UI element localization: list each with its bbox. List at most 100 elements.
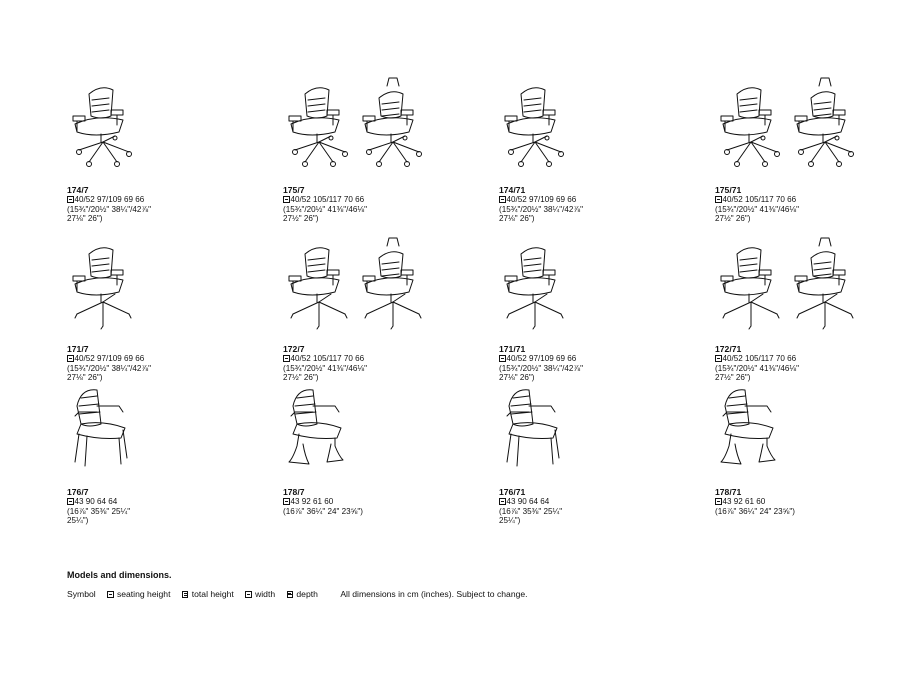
seating-height-icon: [499, 196, 506, 203]
seating-height-icon: [715, 498, 722, 505]
dims-line-3: 27½" 26"): [715, 373, 751, 383]
dims-line-3: 27⅛" 26"): [67, 214, 103, 224]
symbol-legend: Symbol seating height total height width…: [67, 589, 528, 599]
dims-line-1: 40/52 105/117 70 66: [283, 354, 493, 364]
seating-height-icon: [67, 498, 74, 505]
dims-line-1: 40/52 97/109 69 66: [499, 354, 709, 364]
dims-line-3: 25¼"): [499, 516, 521, 526]
dims-line-2: (16⅞" 35⅜" 25¼": [67, 506, 131, 516]
dims-line-3: 27½" 26"): [283, 373, 319, 383]
seating-height-icon: [67, 196, 74, 203]
legend-width: width: [255, 589, 276, 599]
dims-line-1: 40/52 105/117 70 66: [715, 195, 920, 205]
dims-line-3: 25¼"): [67, 516, 89, 526]
dims-line-2: (15¾"/20½" 41⅜"/46⅛": [283, 363, 367, 373]
chair-illustration: [283, 76, 435, 176]
chair-illustration: [715, 384, 783, 474]
section-heading: Models and dimensions.: [67, 570, 172, 580]
legend-seating-height: seating height: [116, 589, 171, 599]
dims-line-1: 43 92 61 60: [715, 497, 920, 507]
legend-depth: depth: [296, 589, 318, 599]
dims-cm: 43 90 64 64: [506, 497, 550, 506]
chair-illustration: [67, 236, 145, 336]
seating-height-icon: [499, 498, 506, 505]
dims-cm: 40/52 97/109 69 66: [506, 354, 577, 363]
dims-cm: 40/52 105/117 70 66: [722, 354, 797, 363]
dims-cm: 43 92 61 60: [722, 497, 766, 506]
seating-height-icon: [499, 355, 506, 362]
chair-illustration: [715, 236, 867, 336]
dims-line-1: 40/52 105/117 70 66: [715, 354, 920, 364]
chair-illustration: [67, 384, 135, 474]
dims-line-2: (16⅞" 35⅜" 25¼": [499, 506, 563, 516]
dims-line-2: (15¾"/20½" 41⅜"/46⅛": [715, 204, 799, 214]
chair-illustration: [283, 384, 351, 474]
seating-height-icon: [283, 355, 290, 362]
dims-line-3: 27½" 26"): [715, 214, 751, 224]
dims-line-2: (15¾"/20½" 38¼"/42⅞": [499, 204, 583, 214]
chair-illustration: [67, 76, 145, 176]
dims-line-2: (15¾"/20½" 38¼"/42⅞": [499, 363, 583, 373]
model-number: 175/71: [715, 185, 742, 195]
dims-line-3: 27½" 26"): [283, 214, 319, 224]
dims-line-3: 27⅛" 26"): [499, 214, 535, 224]
dims-line-2: (15¾"/20½" 41⅜"/46⅛": [715, 363, 799, 373]
dims-line-2: (15¾"/20½" 38¼"/42⅞": [67, 363, 151, 373]
model-number: 176/7: [67, 487, 89, 497]
dims-cm: 43 90 64 64: [74, 497, 118, 506]
dims-cm: 40/52 97/109 69 66: [74, 195, 145, 204]
chair-illustration: [499, 384, 567, 474]
model-number: 171/71: [499, 344, 526, 354]
dims-line-1: 40/52 97/109 69 66: [67, 354, 277, 364]
dims-cm: 43 92 61 60: [290, 497, 334, 506]
model-number: 178/7: [283, 487, 305, 497]
model-number: 175/7: [283, 185, 305, 195]
dims-line-1: 43 90 64 64: [67, 497, 277, 507]
dims-cm: 40/52 105/117 70 66: [722, 195, 797, 204]
model-number: 176/71: [499, 487, 526, 497]
legend-symbol-label: Symbol: [67, 589, 96, 599]
model-number: 172/71: [715, 344, 742, 354]
dims-line-1: 40/52 97/109 69 66: [499, 195, 709, 205]
seating-height-icon: [715, 196, 722, 203]
dims-line-2: (15¾"/20½" 41⅜"/46⅛": [283, 204, 367, 214]
dims-line-1: 43 92 61 60: [283, 497, 493, 507]
dims-line-1: 43 90 64 64: [499, 497, 709, 507]
model-number: 178/71: [715, 487, 742, 497]
dims-line-2: (16⅞" 36¼" 24" 23⅝"): [283, 506, 363, 516]
dims-cm: 40/52 97/109 69 66: [506, 195, 577, 204]
dims-cm: 40/52 105/117 70 66: [290, 195, 365, 204]
legend-total-height: total height: [191, 589, 234, 599]
seating-height-icon: [715, 355, 722, 362]
model-number: 174/71: [499, 185, 526, 195]
dims-cm: 40/52 105/117 70 66: [290, 354, 365, 363]
dims-line-2: (16⅞" 36¼" 24" 23⅝"): [715, 506, 795, 516]
dims-line-1: 40/52 97/109 69 66: [67, 195, 277, 205]
seating-height-icon: [283, 196, 290, 203]
chair-illustration: [499, 76, 577, 176]
model-number: 174/7: [67, 185, 89, 195]
seating-height-icon: [107, 591, 114, 598]
model-number: 172/7: [283, 344, 305, 354]
chair-illustration: [715, 76, 867, 176]
model-number: 171/7: [67, 344, 89, 354]
chair-illustration: [283, 236, 435, 336]
legend-note: All dimensions in cm (inches). Subject t…: [340, 589, 528, 599]
depth-icon: [286, 591, 294, 598]
width-icon: [245, 591, 252, 598]
dims-line-3: 27⅛" 26"): [67, 373, 103, 383]
dims-line-2: (15¾"/20½" 38¼"/42⅞": [67, 204, 151, 214]
seating-height-icon: [283, 498, 290, 505]
